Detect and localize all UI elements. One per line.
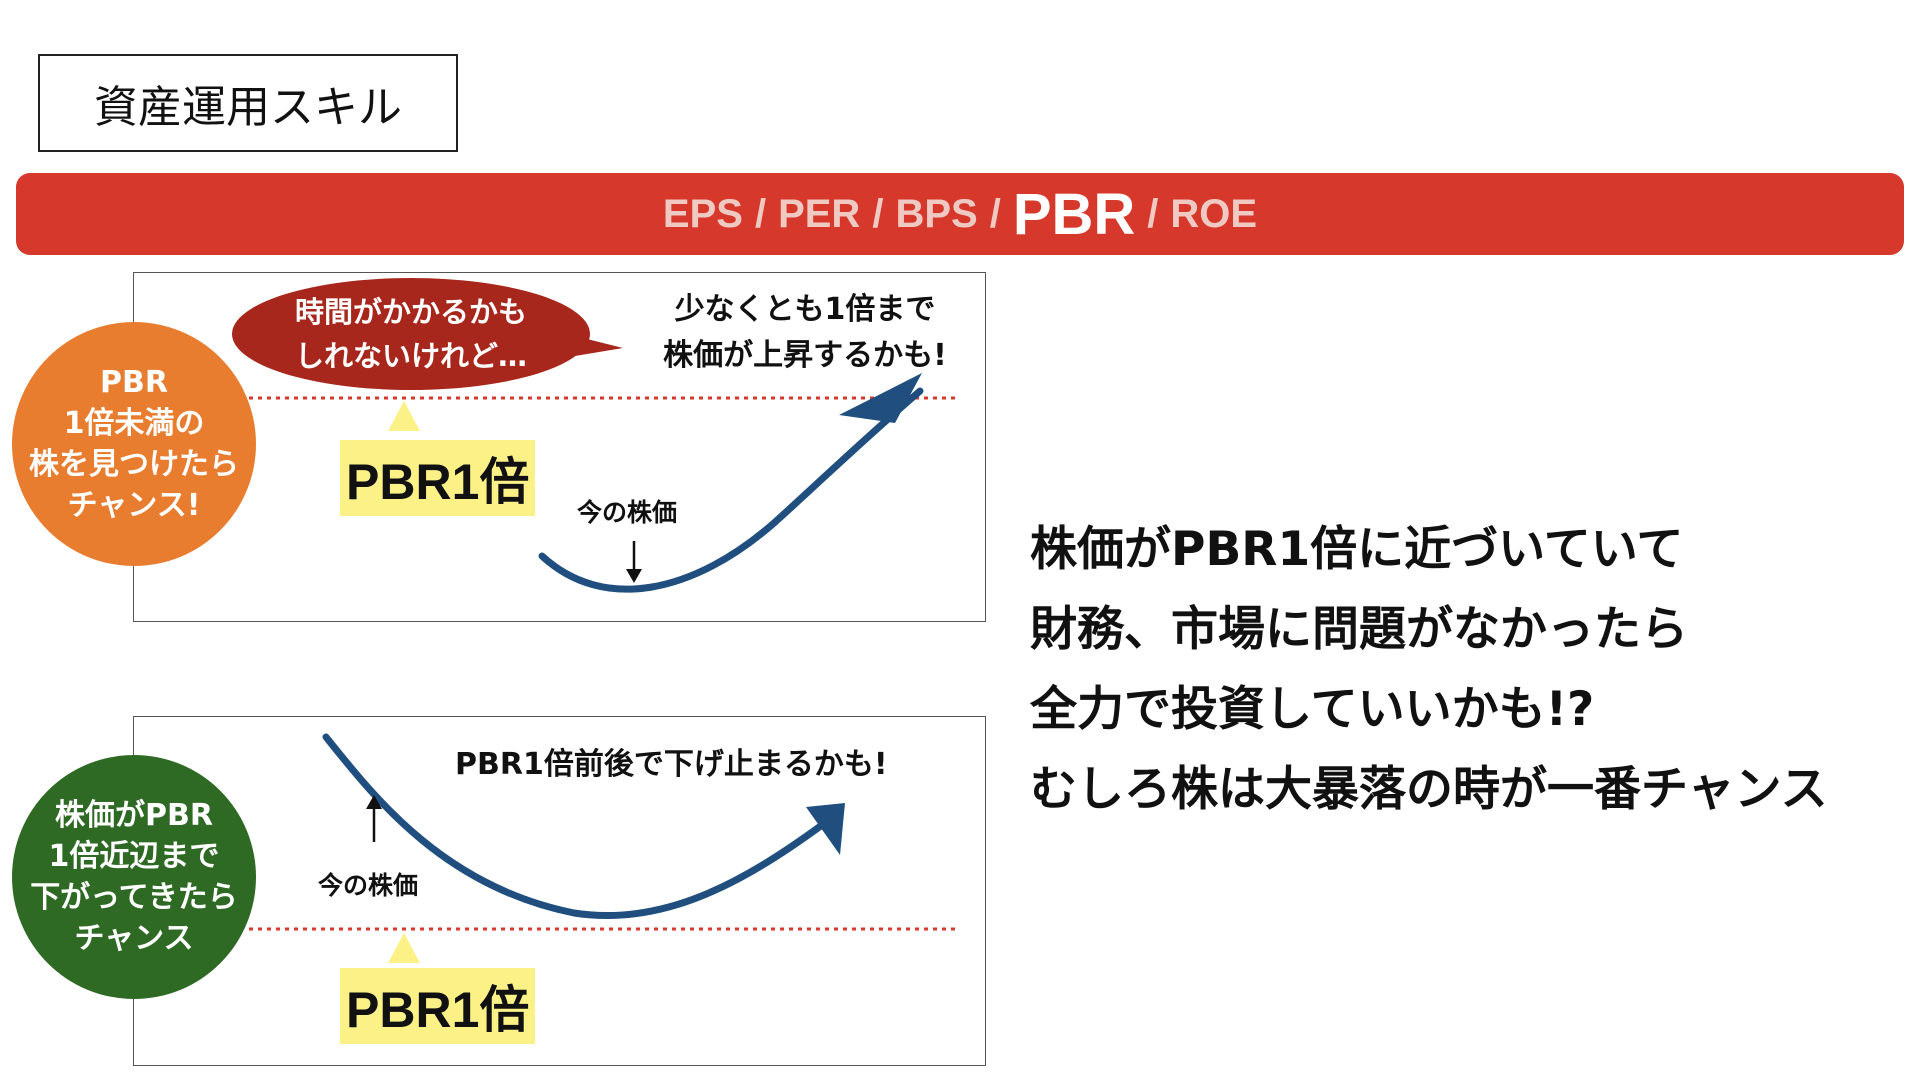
main-message-line: 全力で投資していいかも!? [1030,682,1595,737]
speech-bubble: 時間がかかるかも しれないけれど… [232,278,590,390]
chance-circle-near-pbr1: 株価がPBR 1倍近辺まで 下がってきたら チャンス [12,755,256,999]
main-message-line: むしろ株は大暴落の時が一番チャンス [1030,762,1828,817]
main-message-line: 財務、市場に問題がなかったら [1030,602,1688,657]
pbr-pointer-triangle [388,401,420,431]
price-arrow-head [626,569,642,583]
pbr-1x-label: PBR1倍 [340,440,536,516]
metric-eps: EPS [662,191,743,236]
page-title: 資産運用スキル [38,54,458,152]
price-curve [322,733,826,920]
metric-separator: / [872,191,884,236]
metric-roe: ROE [1170,191,1258,236]
metric-separator: / [754,191,767,236]
panel-bottom-graphic [249,733,956,963]
price-curve [538,387,924,593]
metric-separator: / [989,191,1001,236]
pbr-pointer-triangle [388,933,420,963]
metric-per: PER [778,191,861,236]
current-price-label: 今の株価 [577,498,678,527]
panel-top-graphic [249,373,956,593]
curve-arrowhead [806,803,845,855]
panel-bottom [133,716,986,1066]
price-arrow-head [366,795,382,809]
panel-bottom-note: PBR1倍前後で下げ止まるかも! [455,747,888,782]
metric-pbr: PBR [1012,181,1136,247]
metric-bps: BPS [895,191,978,236]
metric-separator: / [1147,191,1159,236]
pbr-1x-label: PBR1倍 [340,968,536,1044]
chance-circle-below-pbr1: PBR 1倍未満の 株を見つけたら チャンス! [12,322,256,566]
metrics-bar: EPS / PER / BPS / PBR / ROE [16,173,1904,255]
current-price-label: 今の株価 [318,871,419,900]
curve-arrowhead [839,373,922,423]
main-message: 株価がPBR1倍に近づいていて 財務、市場に問題がなかったら 全力で投資していい… [1030,510,1910,830]
main-message-line: 株価がPBR1倍に近づいていて [1030,522,1684,577]
panel-top-note: 少なくとも1倍まで 株価が上昇するかも! [663,292,947,373]
